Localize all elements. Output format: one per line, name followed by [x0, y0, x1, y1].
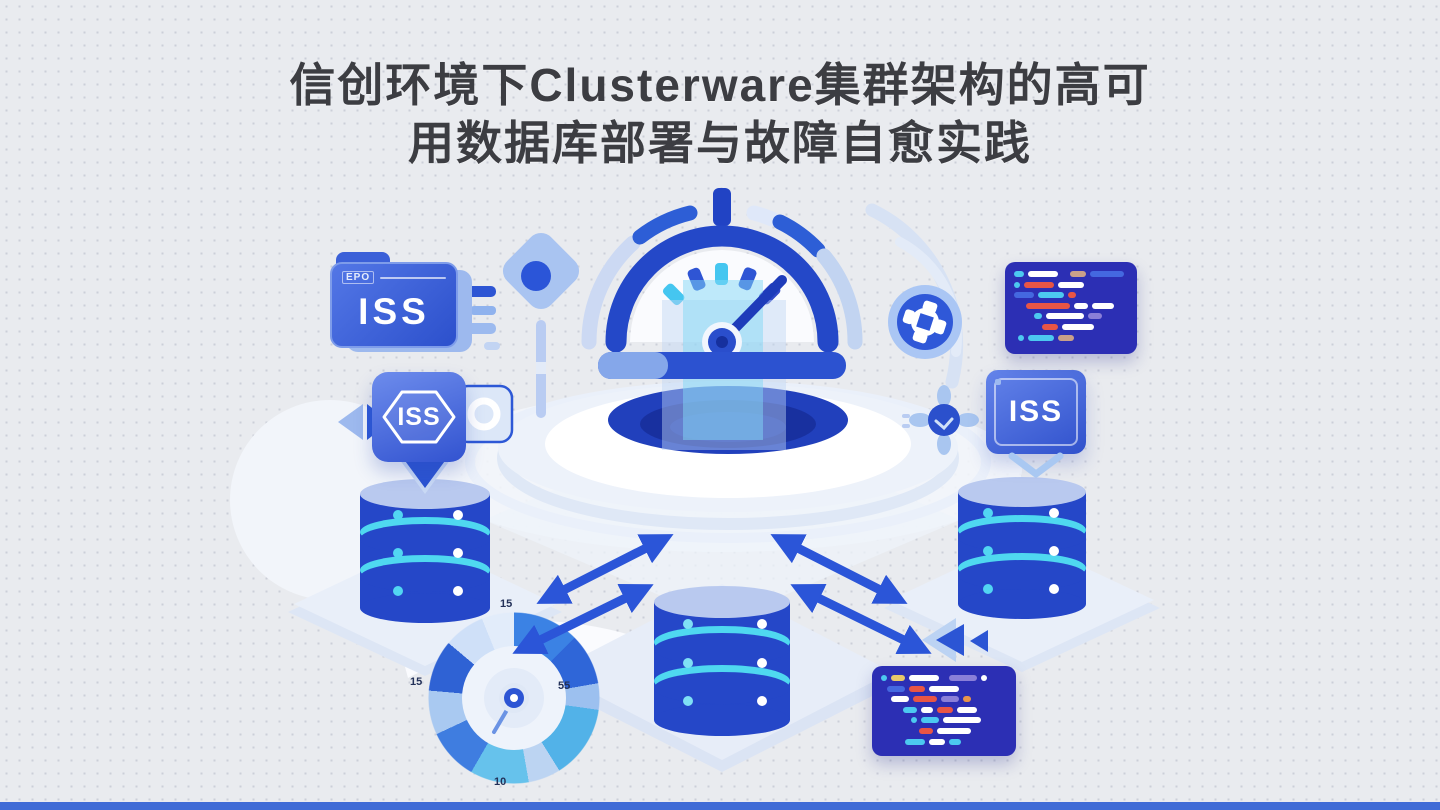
- code-snippet-card-bottom: [872, 666, 1016, 756]
- page-title: 信创环境下Clusterware集群架构的高可 用数据库部署与故障自愈实践: [0, 56, 1440, 172]
- folder-line: [380, 276, 446, 279]
- gear-sync-icon: [888, 285, 962, 359]
- donut-chart: 15 55 10 15: [410, 598, 622, 802]
- folder-body: EPO ISS: [330, 262, 458, 348]
- hex-iss-label: ISS: [397, 402, 441, 431]
- title-line-2: 用数据库部署与故障自愈实践: [408, 117, 1032, 169]
- iss-hex-badge: ISS: [372, 372, 466, 462]
- panel-iss-label: ISS: [1008, 395, 1064, 428]
- folder-tab-label: EPO: [342, 271, 375, 284]
- panel-dot: [995, 379, 1001, 385]
- iss-folder-icon: EPO ISS: [330, 252, 480, 356]
- donut-tick-top: 15: [500, 598, 513, 610]
- folder-iss-label: ISS: [358, 290, 430, 332]
- donut-tick-right: 55: [558, 680, 571, 692]
- title-line-1: 信创环境下Clusterware集群架构的高可: [289, 59, 1151, 111]
- donut-needle: [492, 683, 529, 734]
- hexagon-icon: [382, 390, 456, 444]
- code-snippet-card-top: [1005, 262, 1137, 354]
- panel-inner-border: [994, 378, 1078, 446]
- speedometer-gauge-icon: [581, 188, 863, 450]
- database-left-icon: [360, 479, 490, 623]
- donut-tick-left: 15: [410, 676, 423, 688]
- rewind-icon: [922, 618, 988, 662]
- diamond-pin-icon: [502, 232, 580, 418]
- bottom-accent-bar: [0, 802, 1440, 810]
- iss-panel: ISS: [986, 370, 1086, 454]
- database-center-icon: [654, 586, 790, 736]
- compass-emblem-icon: [902, 385, 979, 455]
- donut-tick-bottom: 10: [494, 776, 507, 788]
- triangle-down-icon: [394, 452, 456, 494]
- database-right-icon: [958, 477, 1086, 619]
- status-ring-icon: [454, 384, 514, 444]
